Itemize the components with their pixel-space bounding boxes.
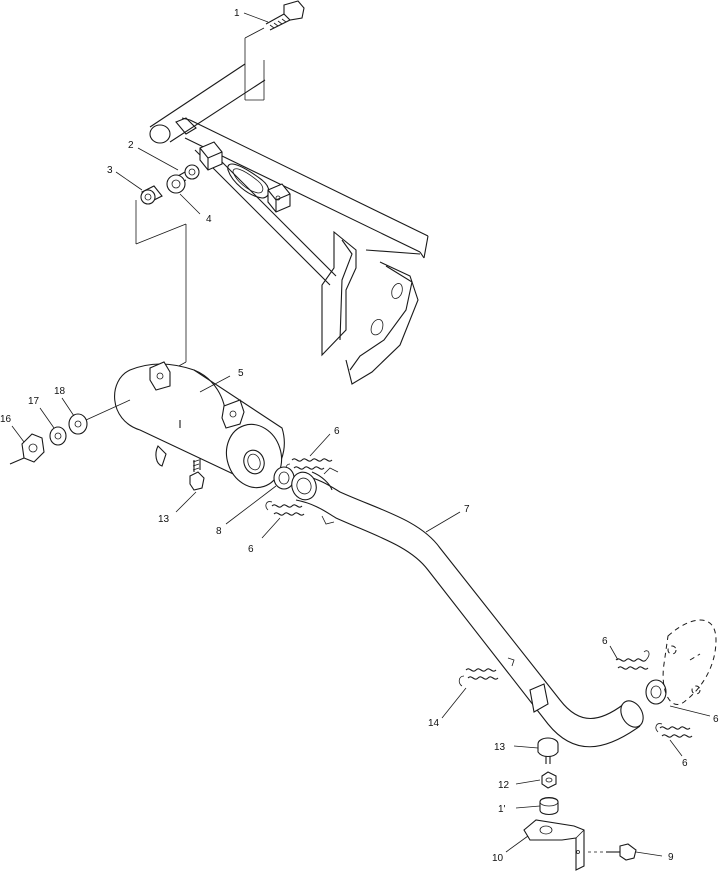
- muffler-5: [114, 361, 285, 489]
- bolt-13-muffler: [189, 458, 205, 491]
- callout-7: 7: [464, 504, 470, 515]
- gasket-6-right: [645, 679, 667, 705]
- callout-6-right-edge: 6: [713, 714, 719, 725]
- callout-18: 18: [54, 386, 66, 397]
- bushing-11: [539, 796, 559, 816]
- callout-14: 14: [428, 718, 440, 729]
- callout-6-right-lower: 6: [682, 758, 688, 769]
- callout-13-mount: 13: [494, 742, 506, 753]
- callout-10: 10: [492, 853, 504, 864]
- callout-labels: 1 2 3 4 5 6 6 6 6 6 7 8 9 10 1' 12 13 13…: [0, 8, 719, 864]
- rubber-mount-13: [537, 737, 559, 764]
- nut-16: [9, 433, 45, 465]
- spring-6-d: [655, 723, 693, 738]
- head-pipe-7: [291, 467, 644, 748]
- nut-12: [541, 771, 557, 789]
- washer-18: [68, 413, 88, 435]
- frame-rail: [149, 60, 429, 385]
- callout-6-lower-left: 6: [248, 544, 254, 555]
- engine-exhaust-port-outline: [662, 619, 717, 705]
- callout-6-upper: 6: [334, 426, 340, 437]
- callout-1: 1: [234, 8, 240, 19]
- lockwasher-17: [49, 426, 67, 446]
- callout-16: 16: [0, 414, 12, 425]
- bolt-1: [244, 0, 305, 60]
- leader-spacer-to-muffler: [135, 200, 187, 373]
- spacer-3: [140, 185, 163, 205]
- callout-13-bolt: 13: [158, 514, 170, 525]
- spring-6-a: [285, 458, 333, 473]
- callout-8: 8: [216, 526, 222, 537]
- callout-12: 12: [498, 780, 510, 791]
- washer-4: [166, 174, 186, 194]
- bolt-9: [588, 843, 637, 861]
- callout-2: 2: [128, 140, 134, 151]
- spring-6-c: [615, 650, 650, 670]
- gasket-8: [273, 466, 295, 490]
- callout-17: 17: [28, 396, 40, 407]
- bracket-10: [523, 819, 585, 871]
- grommet-2: [175, 164, 200, 185]
- callout-4: 4: [206, 214, 212, 225]
- callout-3: 3: [107, 165, 113, 176]
- leader-lines: [11, 12, 711, 857]
- callout-6-right-upper: 6: [602, 636, 608, 647]
- spring-6-b: [265, 501, 305, 516]
- callout-5: 5: [238, 368, 244, 379]
- callout-11: 1': [498, 804, 506, 815]
- callout-9: 9: [668, 852, 674, 863]
- spring-14: [458, 668, 499, 687]
